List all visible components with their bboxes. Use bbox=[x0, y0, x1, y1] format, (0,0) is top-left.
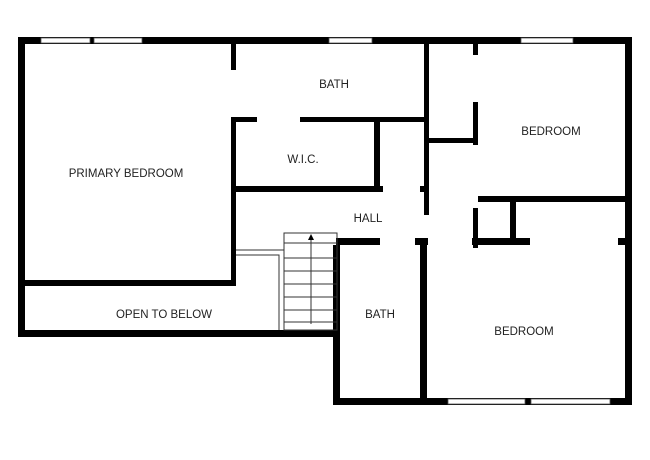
window bbox=[93, 37, 143, 44]
window bbox=[447, 398, 526, 405]
walls bbox=[18, 37, 632, 405]
label-bath-top: BATH bbox=[319, 79, 349, 91]
label-open-to-below: OPEN TO BELOW bbox=[116, 309, 212, 321]
windows bbox=[40, 37, 611, 405]
window bbox=[530, 398, 611, 405]
label-wic: W.I.C. bbox=[287, 154, 318, 166]
railing bbox=[236, 249, 284, 330]
label-primary-bedroom: PRIMARY BEDROOM bbox=[69, 168, 184, 180]
window bbox=[328, 37, 373, 44]
room-labels: PRIMARY BEDROOM BATH W.I.C. BEDROOM HALL… bbox=[69, 79, 581, 338]
label-hall: HALL bbox=[354, 213, 383, 225]
window bbox=[40, 37, 91, 44]
stairs bbox=[236, 232, 338, 331]
stair-arrow-icon bbox=[308, 234, 314, 240]
window bbox=[520, 37, 574, 44]
label-bath-bottom: BATH bbox=[365, 309, 395, 321]
label-bedroom-bottom: BEDROOM bbox=[494, 326, 553, 338]
label-bedroom-top: BEDROOM bbox=[521, 126, 580, 138]
